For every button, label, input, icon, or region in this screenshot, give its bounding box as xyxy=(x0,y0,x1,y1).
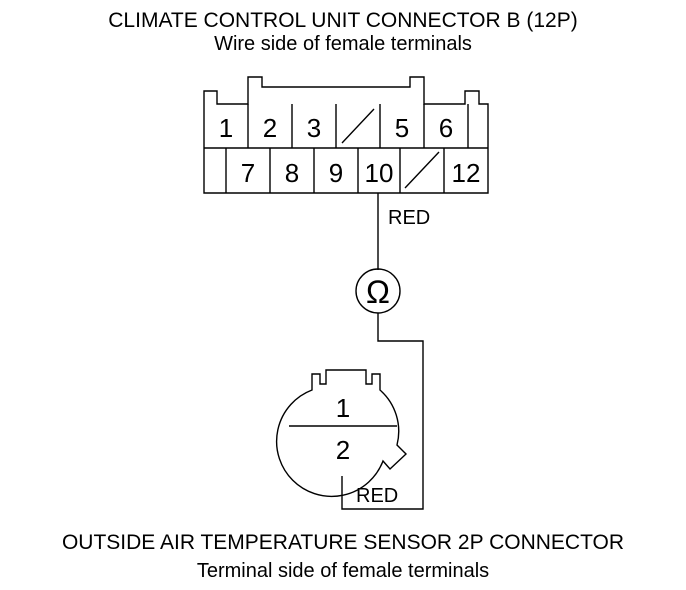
terminal-label: 10 xyxy=(365,158,394,188)
ohm-icon: Ω xyxy=(366,274,390,310)
wire-color-label-upper: RED xyxy=(388,207,430,229)
sensor-terminal-2-label: 2 xyxy=(336,435,350,465)
sensor-connector-outline xyxy=(275,369,408,498)
terminal-label: 1 xyxy=(219,113,233,143)
terminal-label: 2 xyxy=(263,113,277,143)
terminal-label: 6 xyxy=(439,113,453,143)
empty-terminal-4-slash xyxy=(341,108,375,144)
sensor-terminal-1-label: 1 xyxy=(336,393,350,423)
wire-color-label-lower: RED xyxy=(356,485,398,507)
terminal-label: 12 xyxy=(452,158,481,188)
terminal-label: 8 xyxy=(285,158,299,188)
empty-terminal-11-slash xyxy=(404,151,440,189)
sensor-connector-subtitle: Terminal side of female terminals xyxy=(196,560,490,582)
terminal-label: 3 xyxy=(307,113,321,143)
terminal-label: 9 xyxy=(329,158,343,188)
connector-12p-terminals: 1 2 3 5 6 7 8 9 10 12 xyxy=(219,113,481,188)
terminal-label: 5 xyxy=(395,113,409,143)
terminal-label: 7 xyxy=(241,158,255,188)
top-connector-title: CLIMATE CONTROL UNIT CONNECTOR B (12P) xyxy=(108,9,578,32)
wire-red-lower xyxy=(341,313,424,510)
top-connector-subtitle: Wire side of female terminals xyxy=(214,33,472,55)
sensor-connector-title: OUTSIDE AIR TEMPERATURE SENSOR 2P CONNEC… xyxy=(61,531,625,554)
